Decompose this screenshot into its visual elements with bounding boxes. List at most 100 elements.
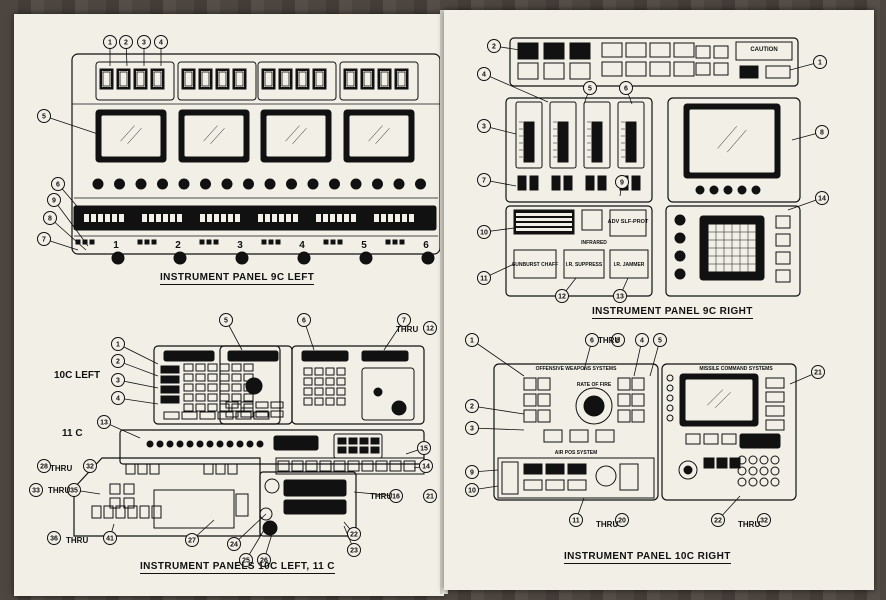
button — [305, 460, 318, 472]
indicator-lamp — [256, 440, 264, 448]
keypad-key — [231, 363, 242, 372]
callout-circle — [37, 232, 51, 246]
button — [567, 479, 587, 491]
indicator-lamp — [246, 440, 254, 448]
switch — [125, 463, 136, 475]
callout-number: 35 — [70, 488, 78, 495]
keypad-key — [207, 363, 218, 372]
frequency-display — [283, 499, 347, 515]
keypad-key — [195, 393, 206, 402]
callout-number: 7 — [482, 178, 486, 185]
screen-glare — [727, 129, 747, 153]
button — [765, 65, 791, 79]
side-switch — [501, 461, 519, 495]
keypad-key — [219, 393, 230, 402]
digit-seg — [315, 71, 324, 87]
digit-seg — [218, 71, 227, 87]
button — [348, 446, 358, 454]
keypad-key — [314, 367, 324, 376]
indicator-light — [323, 239, 329, 245]
keypad-key — [770, 466, 780, 476]
indicator-light — [392, 239, 398, 245]
section-label-10c-left: 10C LEFT — [54, 370, 101, 381]
button — [523, 463, 543, 475]
panel-10c-right-a — [493, 363, 659, 501]
callout-number: 2 — [124, 40, 128, 47]
led-char — [119, 214, 124, 222]
callout-leader — [471, 427, 525, 431]
switch — [123, 483, 135, 495]
screen-glare — [717, 126, 737, 149]
digit-group-frame — [177, 61, 257, 101]
bottom-key — [235, 411, 252, 420]
indicator-stripe — [516, 223, 572, 226]
switch — [227, 463, 238, 475]
knob — [737, 185, 747, 195]
key — [225, 401, 239, 409]
callout-number: 33 — [32, 488, 40, 495]
callout-number: 6 — [56, 182, 60, 189]
side-button — [765, 419, 785, 431]
sunburst-chaff-label: SUNBURST CHAFF — [512, 262, 558, 268]
digit-face — [184, 71, 193, 87]
keypad-key — [336, 387, 346, 396]
mode-button — [160, 385, 180, 394]
digit-face — [119, 71, 128, 87]
callout-number: 2 — [470, 404, 474, 411]
callout-circle — [257, 553, 271, 567]
digit-seg — [136, 71, 145, 87]
led-char — [163, 214, 168, 222]
indicator-lamp — [176, 440, 184, 448]
callout-circle — [389, 489, 403, 503]
numbered-button — [695, 45, 711, 59]
led-char — [316, 214, 321, 222]
callout-number: 21 — [814, 370, 822, 377]
callout-circle — [811, 365, 825, 379]
switch — [137, 463, 148, 475]
callout-leader — [353, 491, 397, 497]
callout-circle — [37, 459, 51, 473]
knob — [262, 520, 278, 536]
knob — [111, 251, 125, 265]
digit-group-frame — [95, 61, 175, 101]
callout-circle — [477, 225, 491, 239]
launch-readout — [739, 433, 781, 449]
callout-number: 22 — [350, 532, 358, 539]
digit-group-frame — [339, 61, 419, 101]
button — [319, 460, 332, 472]
thru-label: THRU — [596, 520, 619, 529]
callout-number: 22 — [714, 518, 722, 525]
panel-10c-right-b — [661, 363, 797, 501]
keypad-key — [314, 377, 324, 386]
indicator-lamp — [156, 440, 164, 448]
callout-number: 14 — [818, 196, 826, 203]
knob — [372, 178, 383, 190]
status-lamp — [601, 61, 623, 77]
digit-seg — [264, 71, 273, 87]
weapons-button — [631, 393, 645, 407]
indicator-light — [89, 239, 95, 245]
led-char — [344, 214, 349, 222]
indicator-lamp — [236, 440, 244, 448]
callout-circle — [555, 289, 569, 303]
status-lamp — [625, 61, 647, 77]
keypad-key — [770, 455, 780, 465]
knob — [114, 178, 125, 190]
digit-seg — [346, 71, 355, 87]
callout-circle — [227, 537, 241, 551]
callout-circle — [119, 35, 133, 49]
button — [359, 437, 369, 445]
indicator-lamp — [206, 440, 214, 448]
indicator-light — [337, 239, 343, 245]
led-char — [235, 214, 240, 222]
callout-leader — [117, 343, 159, 365]
led-char — [84, 214, 89, 222]
button — [685, 433, 701, 445]
switch — [203, 463, 214, 475]
callout-circle — [185, 533, 199, 547]
knob — [415, 178, 426, 190]
switch — [517, 175, 527, 191]
switch — [123, 497, 135, 509]
square-button — [517, 62, 539, 80]
gauge-bar — [591, 121, 603, 163]
